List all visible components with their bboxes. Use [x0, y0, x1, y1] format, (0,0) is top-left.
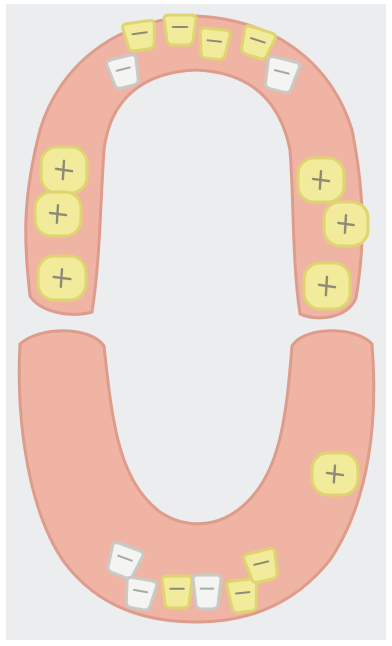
upper-incisor-3-crown: [198, 28, 231, 61]
lower-molar-right-1-tooth: [312, 453, 358, 495]
upper-molar-left-2-tooth: [35, 192, 81, 236]
lower-incisor-3-tooth: [193, 575, 221, 609]
upper-molar-right-1-tooth: [298, 158, 344, 202]
upper-incisor-3-tooth: [198, 28, 231, 61]
upper-molar-right-3-tooth: [304, 263, 350, 309]
upper-incisor-3-edge-line: [208, 40, 221, 41]
upper-incisor-1-tooth: [122, 20, 158, 52]
upper-molar-right-2-tooth: [324, 202, 368, 246]
upper-molar-left-3-tooth: [38, 256, 86, 300]
upper-molar-left-1-tooth: [41, 147, 87, 193]
lower-incisor-4-edge-line: [236, 592, 249, 593]
upper-incisor-2-tooth: [164, 15, 196, 45]
lower-incisor-2-crown: [162, 576, 192, 608]
upper-incisor-1-crown: [122, 20, 158, 52]
lower-incisor-2-tooth: [162, 576, 192, 608]
lower-incisor-3-crown: [193, 575, 221, 609]
upper-incisor-2-crown: [164, 15, 196, 45]
